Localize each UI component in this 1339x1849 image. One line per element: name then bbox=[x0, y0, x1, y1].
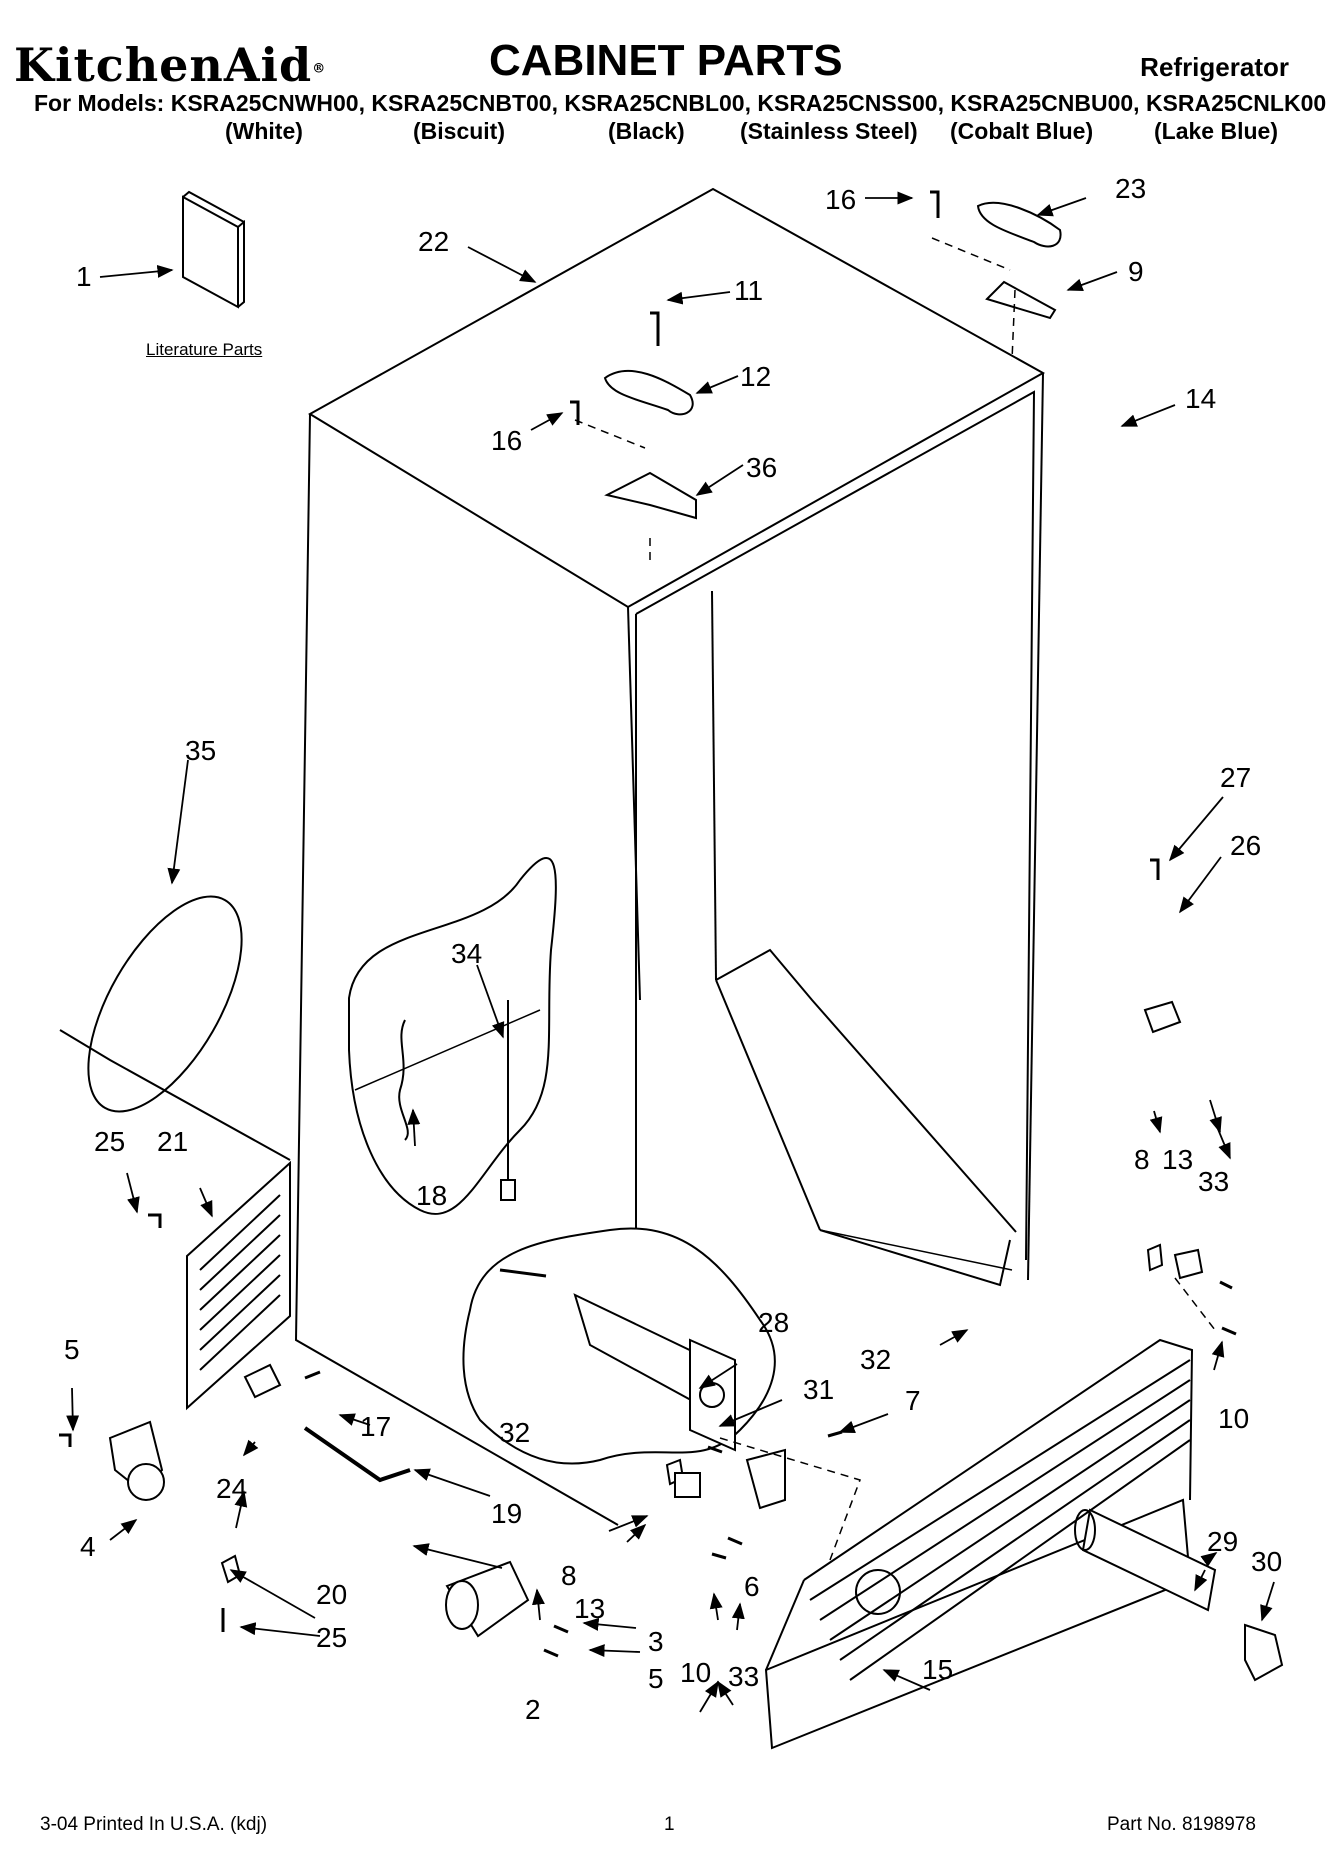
callout-12: 12 bbox=[740, 361, 771, 392]
callout-32: 32 bbox=[860, 1344, 891, 1375]
callout-35: 35 bbox=[185, 735, 216, 766]
literature-parts-label: Literature Parts bbox=[146, 340, 263, 359]
callout-14: 14 bbox=[1185, 383, 1216, 414]
callout-23: 23 bbox=[1115, 173, 1146, 204]
callout-33: 33 bbox=[1198, 1166, 1229, 1197]
print-info: 3-04 Printed In U.S.A. (kdj) bbox=[40, 1814, 268, 1835]
color-label: (Biscuit) bbox=[413, 118, 505, 144]
callout-4: 4 bbox=[80, 1531, 96, 1562]
callout-15: 15 bbox=[922, 1654, 953, 1685]
callout-11: 11 bbox=[734, 275, 763, 306]
callout-13: 13 bbox=[574, 1593, 605, 1624]
callout-28: 28 bbox=[758, 1307, 789, 1338]
callout-34: 34 bbox=[451, 938, 482, 969]
screws bbox=[59, 190, 1237, 1658]
callout-25: 25 bbox=[316, 1622, 347, 1653]
color-row: (White) (Biscuit) (Black) (Stainless Ste… bbox=[0, 118, 1339, 148]
callout-8: 8 bbox=[1134, 1144, 1150, 1175]
rear-access-panel bbox=[186, 1160, 291, 1411]
color-label: (White) bbox=[225, 118, 303, 144]
misc-hardware bbox=[220, 1243, 1204, 1584]
product-type: Refrigerator bbox=[1140, 52, 1289, 82]
callout-1: 1 bbox=[76, 261, 92, 292]
callout-5: 5 bbox=[64, 1334, 80, 1365]
literature-booklet bbox=[182, 190, 245, 309]
callout-30: 30 bbox=[1251, 1546, 1282, 1577]
callout-31: 31 bbox=[803, 1374, 834, 1405]
callout-10: 10 bbox=[680, 1657, 711, 1688]
callout-8: 8 bbox=[561, 1560, 577, 1591]
color-label: (Stainless Steel) bbox=[740, 118, 918, 144]
callout-32: 32 bbox=[499, 1417, 530, 1448]
callout-27: 27 bbox=[1220, 762, 1251, 793]
water-line-coil bbox=[59, 895, 291, 1161]
callout-19: 19 bbox=[491, 1498, 522, 1529]
water-filter bbox=[1074, 1508, 1284, 1682]
callout-36: 36 bbox=[746, 452, 777, 483]
callout-29: 29 bbox=[1207, 1526, 1238, 1557]
assembly-guides bbox=[574, 237, 1216, 1561]
page-title: CABINET PARTS bbox=[489, 36, 843, 85]
callout-13: 13 bbox=[1162, 1144, 1193, 1175]
callout-18: 18 bbox=[416, 1180, 447, 1211]
color-label: (Cobalt Blue) bbox=[950, 118, 1094, 144]
cutout-panel bbox=[348, 857, 557, 1215]
callout-26: 26 bbox=[1230, 830, 1261, 861]
callout-3: 3 bbox=[648, 1626, 664, 1657]
callout-24: 24 bbox=[216, 1473, 247, 1504]
models-line: For Models: KSRA25CNWH00, KSRA25CNBT00, … bbox=[34, 90, 1327, 116]
bottom-cutout bbox=[462, 1227, 776, 1465]
callout-numbers: 1 2 3 4 5 5 6 7 8 8 9 10 10 11 12 13 13 … bbox=[64, 173, 1282, 1725]
callout-16: 16 bbox=[825, 184, 856, 215]
callout-33: 33 bbox=[728, 1661, 759, 1692]
color-label: (Lake Blue) bbox=[1154, 118, 1278, 144]
callout-7: 7 bbox=[905, 1385, 921, 1416]
callout-17: 17 bbox=[360, 1411, 391, 1442]
part-number: Part No. 8198978 bbox=[1107, 1814, 1256, 1835]
callout-10: 10 bbox=[1218, 1403, 1249, 1434]
leader-lines bbox=[66, 191, 1275, 1713]
callout-22: 22 bbox=[418, 226, 449, 257]
hinge-brackets bbox=[604, 280, 1182, 1034]
callout-9: 9 bbox=[1128, 256, 1144, 287]
callout-20: 20 bbox=[316, 1579, 347, 1610]
caster-assemblies bbox=[108, 1420, 530, 1638]
hinge-covers bbox=[603, 201, 1062, 416]
color-label: (Black) bbox=[608, 118, 685, 144]
callout-6: 6 bbox=[744, 1571, 760, 1602]
callout-2: 2 bbox=[525, 1694, 541, 1725]
callout-21: 21 bbox=[157, 1126, 188, 1157]
brand-logo: KitchenAid® bbox=[14, 38, 327, 92]
callout-16: 16 bbox=[491, 425, 522, 456]
page-number: 1 bbox=[664, 1814, 675, 1835]
callout-25: 25 bbox=[94, 1126, 125, 1157]
callout-5: 5 bbox=[648, 1663, 664, 1694]
